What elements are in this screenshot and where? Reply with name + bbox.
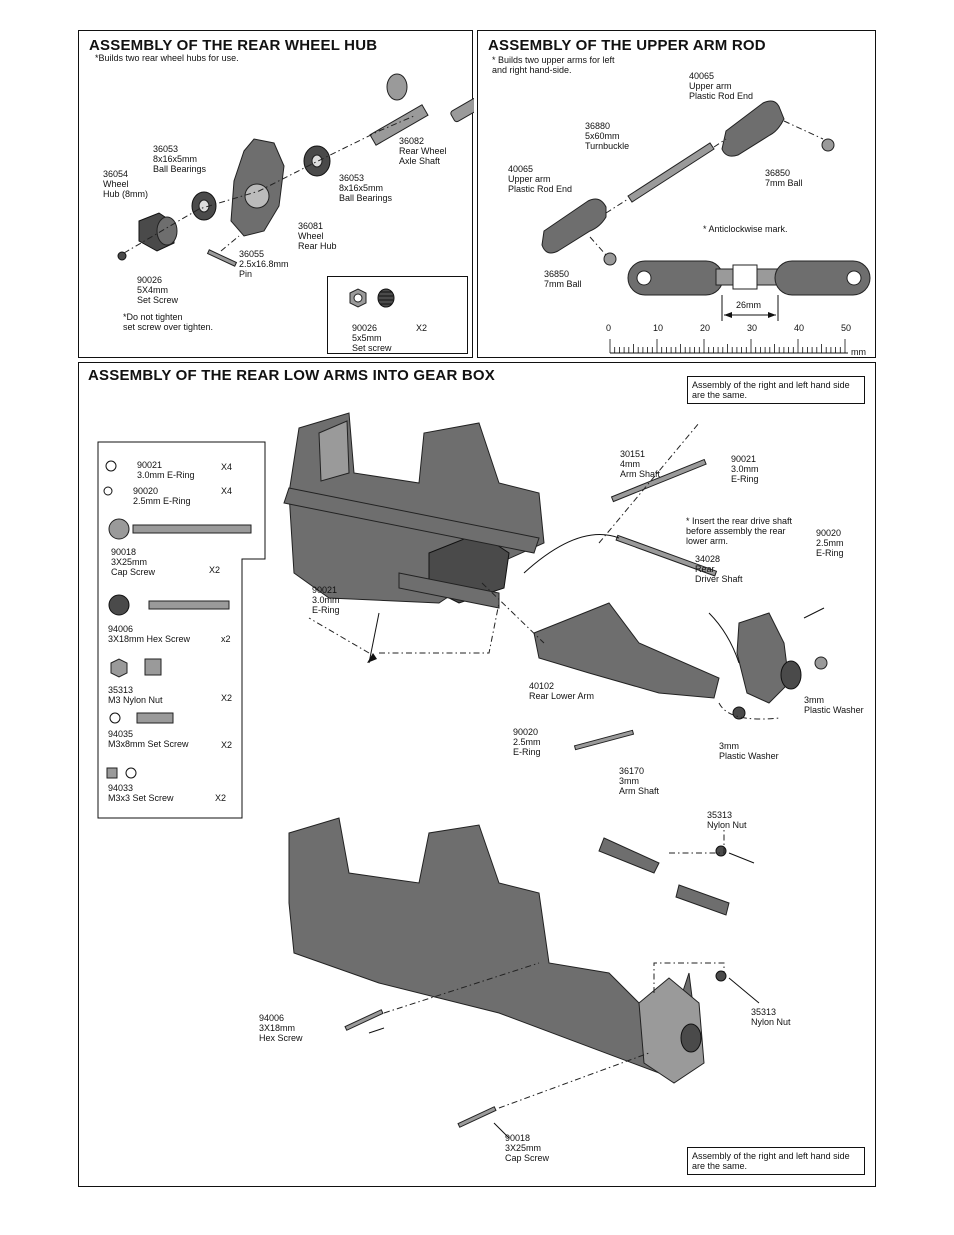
dimension-26mm: 26mm <box>736 300 762 310</box>
tighten-warning: *Do not tighten set screw over tighten. <box>123 312 214 332</box>
panel-rear-low-arms: ASSEMBLY OF THE REAR LOW ARMS INTO GEAR … <box>78 362 876 1187</box>
ruler-label: 30 <box>747 323 758 333</box>
callout-90020-left: 90020 2.5mm E-Ring <box>513 727 541 757</box>
parts-list-qty: X2 <box>221 740 233 750</box>
parts-list-item: 94035 M3x8mm Set Screw <box>108 729 189 749</box>
callout-90018: 90018 3X25mm Cap Screw <box>505 1133 550 1163</box>
panel-upper-arm-rod: ASSEMBLY OF THE UPPER ARM ROD * Builds t… <box>477 30 876 358</box>
ruler-unit: mm <box>851 347 866 357</box>
parts-list-qty: x2 <box>221 634 231 644</box>
callout-34028: 34028 Rear Driver Shaft <box>695 554 743 584</box>
e-ring-icon <box>105 460 117 472</box>
callout-94006: 94006 3X18mm Hex Screw <box>259 1013 303 1043</box>
panel-rear-wheel-hub: ASSEMBLY OF THE REAR WHEEL HUB *Builds t… <box>78 30 474 358</box>
parts-list-item: 35313 M3 Nylon Nut <box>108 685 163 705</box>
set-screw-end-icon <box>125 767 137 779</box>
upper-arm-rod-diagram <box>541 100 871 354</box>
set-screw-small-icon <box>106 767 118 779</box>
ruler-label: 0 <box>606 323 612 333</box>
parts-list-qty: X4 <box>221 486 233 496</box>
parts-list-qty: X2 <box>209 565 221 575</box>
callout-90021-right: 90021 3.0mm E-Ring <box>731 454 759 484</box>
label-40065-bottom: 40065 Upper arm Plastic Rod End <box>508 164 573 194</box>
parts-list-item: 90018 3X25mm Cap Screw <box>111 547 156 577</box>
callout-3mm-washer-right: 3mm Plastic Washer <box>804 695 864 715</box>
callout-36170: 36170 3mm Arm Shaft <box>619 766 660 796</box>
ruler-label: 10 <box>653 323 664 333</box>
e-ring-icon <box>103 486 113 496</box>
label-90026-set-screw: 90026 5X4mm Set Screw <box>137 275 179 305</box>
anticlockwise-note: * Anticlockwise mark. <box>703 224 788 234</box>
set-screw-icon <box>349 288 395 308</box>
parts-list-qty: X4 <box>221 462 233 472</box>
panel-title: ASSEMBLY OF THE REAR WHEEL HUB <box>89 37 378 54</box>
washer-icon <box>109 712 121 724</box>
rear-wheel-hub-diagram <box>117 73 474 267</box>
nylon-nut-side-icon <box>144 658 162 676</box>
parts-list-item: 90021 3.0mm E-Ring <box>137 460 195 480</box>
callout-30151: 30151 4mm Arm Shaft <box>620 449 661 479</box>
hex-screw-head-icon <box>108 594 130 616</box>
label-36850-top: 36850 7mm Ball <box>765 168 803 188</box>
label-36055-pin: 36055 2.5x16.8mm Pin <box>239 249 289 279</box>
set-screw-icon <box>136 712 174 724</box>
callout-3mm-washer-left: 3mm Plastic Washer <box>719 741 779 761</box>
ruler-label: 40 <box>794 323 805 333</box>
inset-qty: X2 <box>416 323 428 333</box>
label-36082-axle-shaft: 36082 Rear Wheel Axle Shaft <box>399 136 447 166</box>
inset-set-screw: 90026 5x5mm Set screw X2 <box>327 276 468 354</box>
ruler-label: 20 <box>700 323 711 333</box>
label-36880-turnbuckle: 36880 5x60mm Turnbuckle <box>585 121 630 151</box>
label-36053-bearings: 36053 8x16x5mm Ball Bearings <box>153 144 207 174</box>
parts-list: 90021 3.0mm E-Ring X4 90020 2.5mm E-Ring… <box>97 441 267 819</box>
cap-screw-head-icon <box>108 518 130 540</box>
callout-40102: 40102 Rear Lower Arm <box>529 681 595 701</box>
parts-list-frame <box>97 441 266 819</box>
callout-90021-left: 90021 3.0mm E-Ring <box>312 585 340 615</box>
hex-screw-thread-icon <box>148 600 230 610</box>
panel-title: ASSEMBLY OF THE UPPER ARM ROD <box>488 37 766 54</box>
label-40065-top: 40065 Upper arm Plastic Rod End <box>689 71 754 101</box>
parts-list-item: 94006 3X18mm Hex Screw <box>108 624 191 644</box>
label-36054-wheel-hub: 36054 Wheel Hub (8mm) <box>103 169 149 199</box>
ruler-label: 50 <box>841 323 852 333</box>
insert-drive-shaft-note: * Insert the rear drive shaft before ass… <box>686 516 793 546</box>
label-36053-bearings-right: 36053 8x16x5mm Ball Bearings <box>339 173 393 203</box>
callout-90020-right: 90020 2.5mm E-Ring <box>816 528 844 558</box>
inset-label: 90026 5x5mm Set screw <box>352 323 392 353</box>
callout-35313-bottom: 35313 Nylon Nut <box>751 1007 791 1027</box>
panel-subtitle: * Builds two upper arms for left and rig… <box>492 55 615 75</box>
parts-list-item: 94033 M3x3 Set Screw <box>108 783 174 803</box>
label-36850-bottom: 36850 7mm Ball <box>544 269 582 289</box>
cap-screw-thread-icon <box>132 524 252 534</box>
nylon-nut-icon <box>110 658 128 678</box>
gearbox-assembly-diagram <box>283 412 828 1139</box>
note-bottom-same-sides: Assembly of the right and left hand side… <box>687 1147 865 1175</box>
note-top-same-sides: Assembly of the right and left hand side… <box>687 376 865 404</box>
parts-list-qty: X2 <box>215 793 227 803</box>
callout-35313-top: 35313 Nylon Nut <box>707 810 747 830</box>
label-36081-rear-hub: 36081 Wheel Rear Hub <box>298 221 337 251</box>
parts-list-qty: X2 <box>221 693 233 703</box>
parts-list-item: 90020 2.5mm E-Ring <box>133 486 191 506</box>
panel-title: ASSEMBLY OF THE REAR LOW ARMS INTO GEAR … <box>88 367 495 384</box>
panel-subtitle: *Builds two rear wheel hubs for use. <box>95 53 239 63</box>
